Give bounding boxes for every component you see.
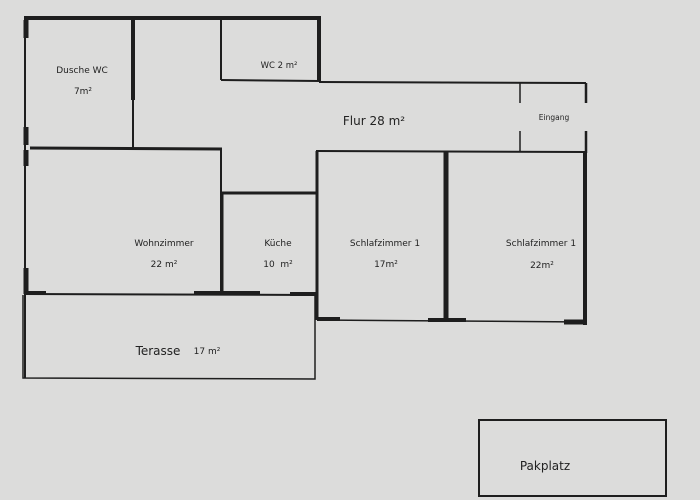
- room-label-dusche-wc: Dusche WC: [56, 66, 108, 76]
- room-area-schlafzimmer-b: 22m²: [530, 261, 554, 271]
- room-area-terasse: 17 m²: [194, 347, 221, 357]
- walls: [22, 16, 667, 497]
- wall-flur-top: [318, 81, 587, 84]
- room-area-kueche: 10 m²: [263, 260, 293, 270]
- room-label-wc2: WC 2 m²: [261, 61, 298, 71]
- room-label-flur: Flur 28 m²: [343, 114, 405, 128]
- wall-dusche-bottom: [29, 146, 223, 151]
- room-label-kueche: Küche: [264, 239, 292, 249]
- wall-wc2-bottom: [220, 79, 321, 82]
- terrace-outline: [22, 295, 316, 380]
- room-area-schlafzimmer-a: 17m²: [374, 260, 398, 270]
- room-area-wohnzimmer: 22 m²: [151, 260, 178, 270]
- room-label-schlafzimmer-b: Schlafzimmer 1: [506, 239, 576, 249]
- room-label-terasse: Terasse: [135, 344, 181, 358]
- room-label-schlafzimmer-a: Schlafzimmer 1: [350, 239, 420, 249]
- room-label-eingang: Eingang: [539, 113, 570, 122]
- parking-outline: [478, 419, 667, 497]
- wall-flur-bottom: [315, 150, 587, 153]
- room-label-wohnzimmer: Wohnzimmer: [134, 239, 194, 249]
- wall-wohn-bottom: [24, 293, 317, 296]
- parking-label: Pakplatz: [520, 459, 570, 473]
- room-area-dusche-wc: 7m²: [74, 87, 92, 97]
